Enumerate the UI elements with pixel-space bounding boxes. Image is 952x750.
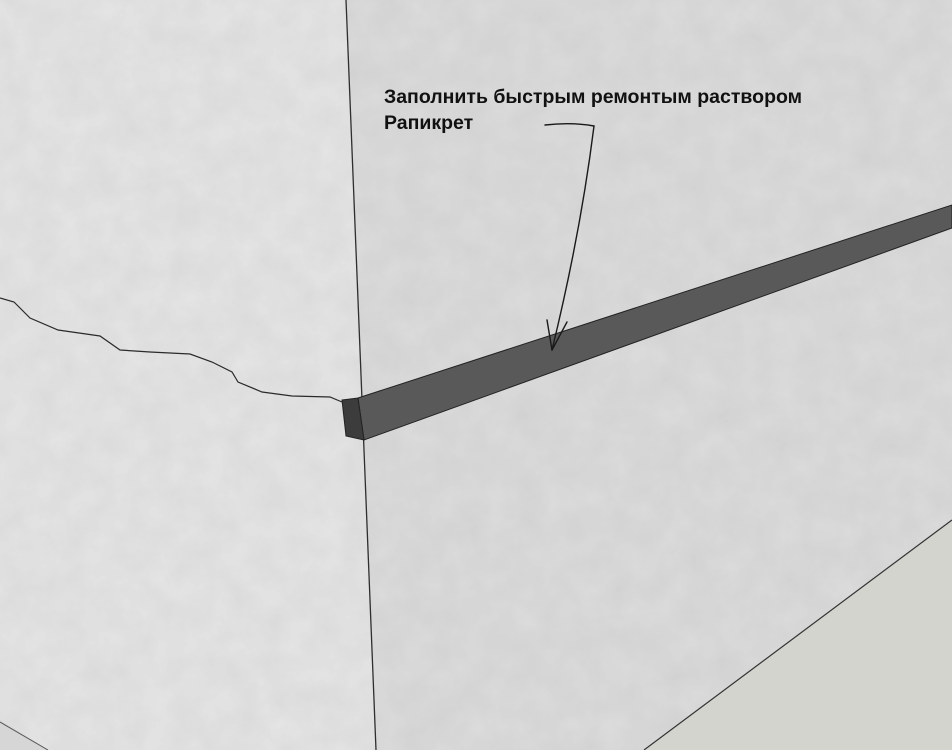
floor-edge-line [643,519,952,750]
annotation-label: Заполнить быстрым ремонтым раствором Рап… [384,84,924,136]
annotation-line-2: Рапикрет [384,112,474,134]
crack-line [0,297,343,403]
hand-drawn-arrow-icon [544,123,595,351]
right-wall [346,0,952,750]
corner-edge-line [345,0,377,750]
filled-crack-end [341,397,365,441]
annotation-line-1: Заполнить быстрым ремонтым раствором [384,86,803,108]
left-floor-edge [0,721,49,750]
left-wall [0,0,376,750]
